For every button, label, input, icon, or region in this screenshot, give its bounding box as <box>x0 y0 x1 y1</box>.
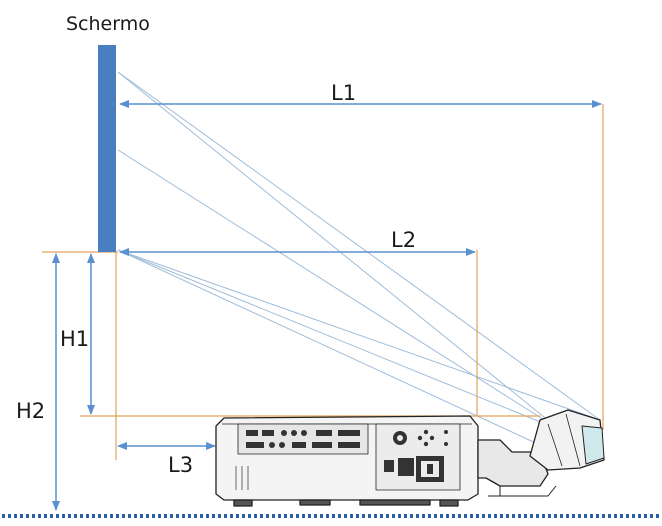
io-ports <box>246 430 360 448</box>
screen-label: Schermo <box>66 13 150 35</box>
projection-ray <box>117 249 561 431</box>
projection-ray <box>117 249 541 446</box>
projection-ray <box>117 71 601 421</box>
projection-ray <box>117 71 561 431</box>
l2-label: L2 <box>391 228 416 252</box>
screen-panel <box>98 45 116 252</box>
h2-label: H2 <box>16 399 45 423</box>
lens-window <box>581 425 605 465</box>
control-buttons <box>384 429 448 482</box>
projection-ray <box>117 249 601 421</box>
projector-feet <box>233 499 459 507</box>
vent-slots <box>235 466 249 490</box>
l1-label: L1 <box>331 81 356 105</box>
dimension-arrows <box>52 100 602 511</box>
projection-rays <box>117 71 601 446</box>
io-panel <box>237 423 369 455</box>
lens-mount <box>477 439 549 487</box>
l3-label: L3 <box>168 453 193 477</box>
guide-lines <box>42 104 604 460</box>
h1-label: H1 <box>60 327 89 351</box>
projection-ray <box>117 149 561 431</box>
projector <box>215 409 605 507</box>
